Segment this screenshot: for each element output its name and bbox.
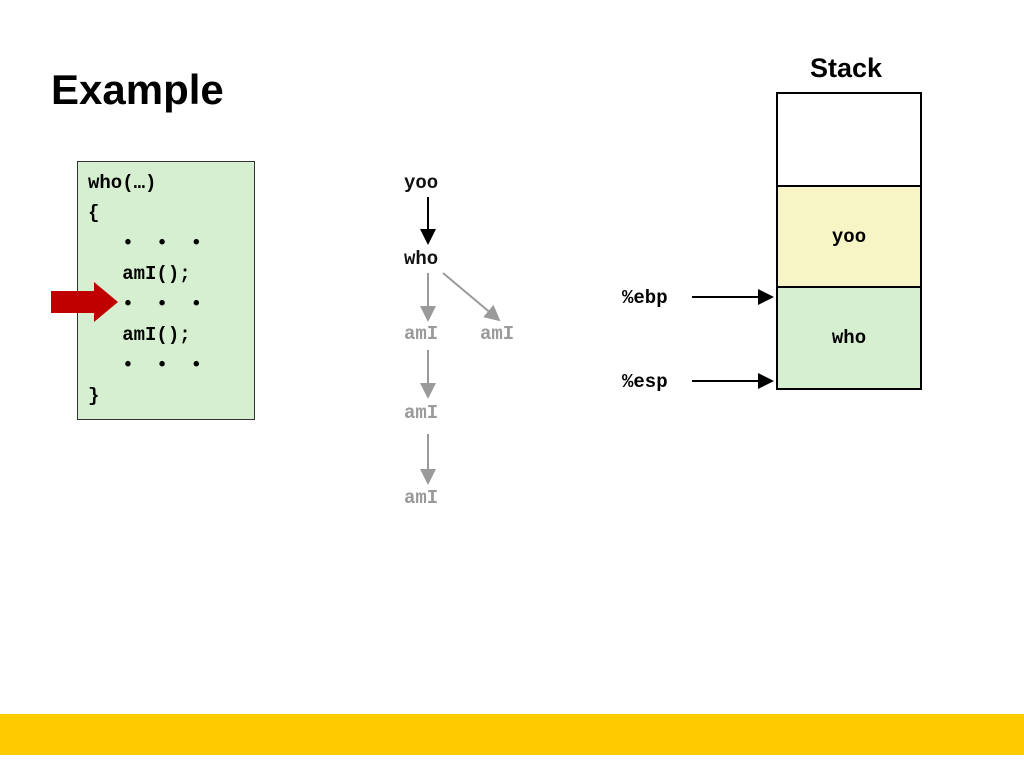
register-esp: %esp (622, 371, 668, 393)
slide-title: Example (51, 66, 224, 113)
node-who: who (404, 248, 439, 270)
footer-bar (0, 714, 1024, 755)
node-amI-3: amI (404, 402, 439, 424)
stack-title: Stack (810, 53, 883, 83)
code-line-5: • • • (88, 293, 203, 315)
code-box: who(…) { • • • amI(); • • • amI(); • • •… (77, 161, 255, 420)
stack-frame-empty (776, 92, 922, 187)
node-amI-4: amI (404, 487, 439, 509)
code-line-1: who(…) (88, 172, 157, 194)
code-line-2: { (88, 202, 100, 224)
node-amI-1: amI (404, 323, 439, 345)
code-line-7: • • • (88, 354, 203, 376)
current-line-arrow (51, 282, 118, 322)
node-yoo: yoo (404, 172, 439, 194)
code-line-4: amI(); (88, 263, 191, 285)
code-line-8: } (88, 385, 100, 407)
code-line-3: • • • (88, 232, 203, 254)
node-amI-2: amI (480, 323, 515, 345)
code-line-6: amI(); (88, 324, 191, 346)
stack-frame-who: who (776, 286, 922, 390)
stack-frame-yoo: yoo (776, 185, 922, 288)
register-ebp: %ebp (622, 287, 668, 309)
edge-who-amI-2 (442, 272, 501, 322)
